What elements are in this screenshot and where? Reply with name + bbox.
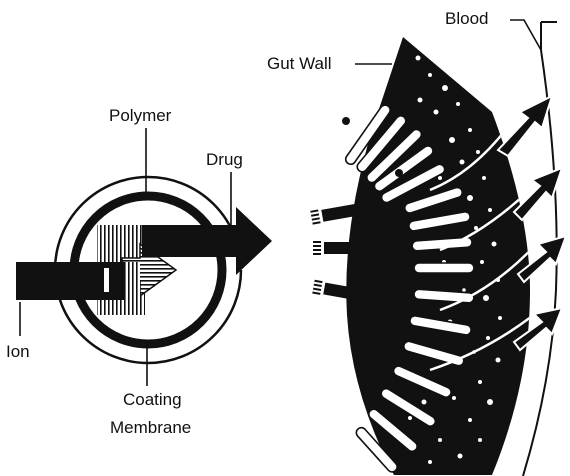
label-polymer: Polymer <box>109 106 171 126</box>
label-coating: Coating <box>123 390 182 410</box>
label-drug: Drug <box>206 150 243 170</box>
label-ion: Ion <box>6 342 30 362</box>
label-gut-wall: Gut Wall <box>267 54 332 74</box>
blood-arrow-1 <box>498 96 552 156</box>
delivery-device <box>16 177 272 363</box>
label-membrane: Membrane <box>110 418 191 438</box>
gut-wall <box>342 37 540 475</box>
label-blood: Blood <box>445 9 488 29</box>
